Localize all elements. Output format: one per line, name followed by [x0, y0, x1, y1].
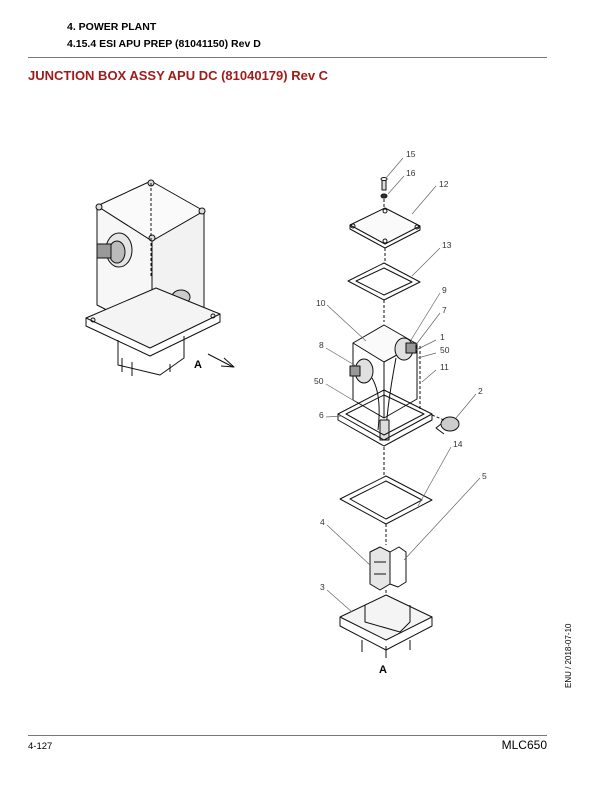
callout-4: 4: [320, 517, 325, 527]
callout-50: 50: [440, 345, 450, 355]
document-version: ENU / 2018-07-10: [564, 623, 573, 688]
section-heading: 4. POWER PLANT: [67, 21, 157, 33]
callout-10: 10: [316, 298, 326, 308]
callout-3: 3: [320, 582, 325, 592]
callout-7: 7: [442, 305, 447, 315]
callout-numbers: 15 16 12 13 9 7 10 8 1 50 11 50 2 6 14 5…: [194, 149, 487, 676]
callout-6: 6: [319, 410, 324, 420]
callout-16: 16: [406, 168, 416, 178]
callout-12: 12: [439, 179, 449, 189]
callout-50-lower: 50: [314, 376, 324, 386]
subsection-heading: 4.15.4 ESI APU PREP (81041150) Rev D: [67, 38, 261, 50]
view-caption: A: [379, 664, 387, 676]
page-number: 4-127: [28, 741, 53, 752]
callout-11: 11: [440, 362, 449, 372]
callout-leaders: [325, 157, 481, 613]
footer-divider: [28, 735, 547, 736]
callout-5: 5: [482, 471, 487, 481]
model-name: MLC650: [501, 738, 547, 752]
callout-15: 15: [406, 149, 416, 159]
callout-14: 14: [453, 439, 463, 449]
header-divider: [28, 57, 547, 58]
view-arrow-label: A: [194, 359, 202, 371]
page-title: JUNCTION BOX ASSY APU DC (81040179) Rev …: [28, 68, 329, 83]
callout-8: 8: [319, 340, 324, 350]
callout-9: 9: [442, 285, 447, 295]
exploded-parts-stack: [337, 177, 460, 658]
callout-2: 2: [478, 386, 483, 396]
callout-13: 13: [442, 240, 452, 250]
assembled-junction-box: [85, 179, 235, 376]
callout-1: 1: [440, 332, 445, 342]
